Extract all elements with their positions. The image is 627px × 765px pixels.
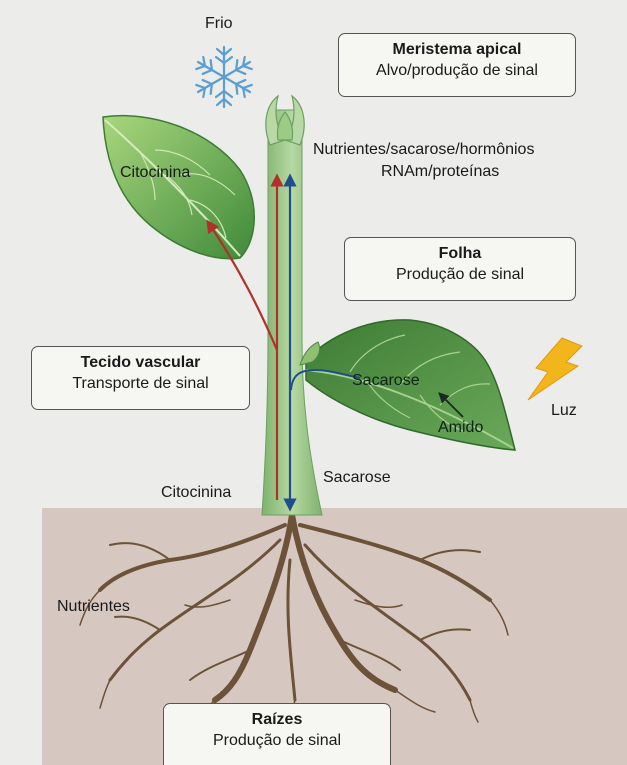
leaf-box: Folha Produção de sinal bbox=[344, 237, 576, 301]
meristem-box-subtitle: Alvo/produção de sinal bbox=[339, 60, 575, 81]
roots-box: Raízes Produção de sinal bbox=[163, 703, 391, 765]
starch-label: Amido bbox=[438, 418, 483, 438]
vascular-box-title: Tecido vascular bbox=[32, 352, 249, 373]
sucrose-leaf-label: Sacarose bbox=[352, 371, 420, 391]
vascular-box-subtitle: Transporte de sinal bbox=[32, 373, 249, 394]
leaf-box-title: Folha bbox=[345, 243, 575, 264]
light-label: Luz bbox=[551, 401, 577, 421]
cold-label: Frio bbox=[205, 14, 233, 34]
sucrose-stem-label: Sacarose bbox=[323, 468, 391, 488]
stem bbox=[262, 110, 322, 515]
meristem-box-title: Meristema apical bbox=[339, 39, 575, 60]
snowflake-icon bbox=[194, 47, 254, 107]
roots-box-subtitle: Produção de sinal bbox=[164, 730, 390, 751]
apical-meristem bbox=[266, 96, 304, 145]
lightning-icon bbox=[528, 338, 582, 400]
mrna-proteins-label: RNAm/proteínas bbox=[381, 162, 499, 182]
nutrients-sucrose-hormones-label: Nutrientes/sacarose/hormônios bbox=[313, 140, 534, 160]
leaf-box-subtitle: Produção de sinal bbox=[345, 264, 575, 285]
upper-leaf bbox=[103, 116, 254, 259]
vascular-box: Tecido vascular Transporte de sinal bbox=[31, 346, 250, 410]
meristem-box: Meristema apical Alvo/produção de sinal bbox=[338, 33, 576, 97]
nutrients-roots-label: Nutrientes bbox=[57, 597, 130, 617]
cytokinin-stem-label: Citocinina bbox=[161, 483, 231, 503]
cytokinin-leaf-label: Citocinina bbox=[120, 163, 190, 183]
roots-box-title: Raízes bbox=[164, 709, 390, 730]
